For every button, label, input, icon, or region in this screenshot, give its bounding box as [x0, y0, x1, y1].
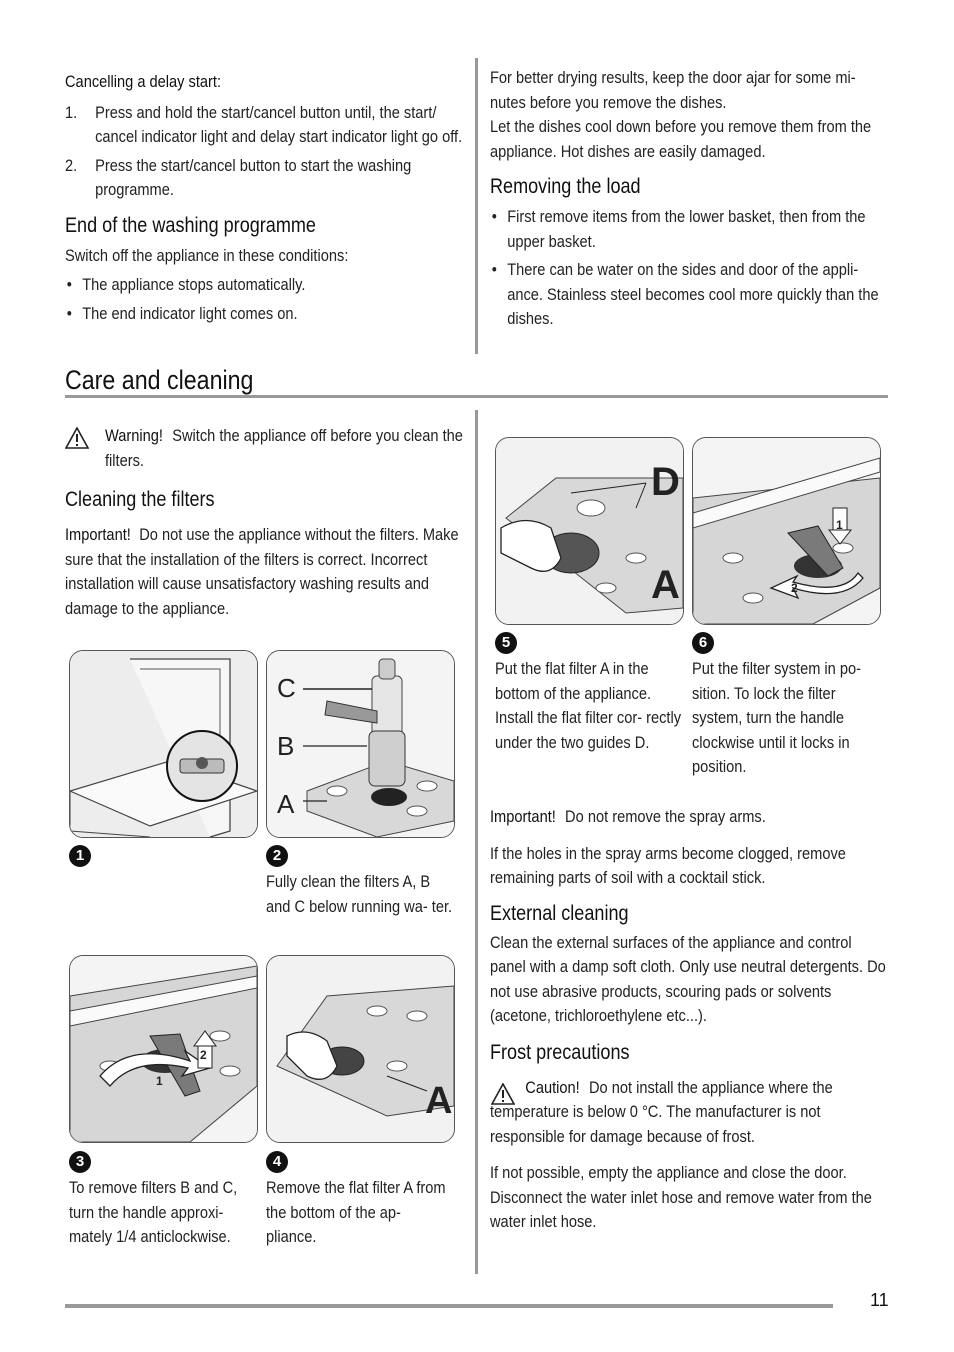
caution-icon: [491, 1083, 515, 1105]
section-title: Care and cleaning: [65, 365, 254, 395]
arrow-label-1: 1: [156, 1074, 163, 1088]
arrow-label-2: 2: [791, 581, 798, 595]
arrow-label-2: 2: [200, 1048, 207, 1062]
important-text: Do not remove the spray arms.: [565, 807, 766, 826]
step-caption: Fully clean the filters A, B and C below…: [266, 872, 453, 916]
step-badge: 1: [69, 845, 91, 867]
step-caption: To remove filters B and C, turn the hand…: [69, 1178, 238, 1246]
figure-4: A: [266, 955, 455, 1143]
filter-label-c: C: [277, 673, 296, 703]
footer-rule: [65, 1304, 833, 1308]
flat-filter-label-a: A: [425, 1080, 453, 1122]
list-item: •The end indicator light comes on.: [66, 303, 298, 323]
dishwasher-illustration: [70, 651, 257, 837]
important-label: Important!: [65, 525, 131, 544]
bullet-text: The end indicator light comes on.: [82, 303, 298, 323]
column-divider: [475, 410, 478, 1274]
step-caption: Put the flat filter A in the bottom of t…: [495, 659, 682, 752]
end-bullets: •The appliance stops automatically. •The…: [65, 273, 462, 326]
step-badge: 3: [69, 1151, 91, 1173]
warning-text: Switch the appliance off before you clea…: [105, 426, 463, 470]
step-number: 1.: [65, 102, 78, 122]
removing-bullets: •First remove items from the lower baske…: [490, 205, 887, 332]
top-left-column: Cancelling a delay start: 1. Press and ho…: [65, 70, 462, 330]
list-item: •There can be water on the sides and doo…: [491, 260, 879, 328]
filter-assembly-illustration: [267, 651, 454, 837]
figure-5: D A: [495, 437, 684, 625]
top-right-column: For better drying results, keep the door…: [490, 66, 887, 336]
end-heading: End of the washing programme: [65, 213, 316, 237]
step-badge: 2: [266, 845, 288, 867]
empty-text: If not possible, empty the appliance and…: [490, 1163, 872, 1231]
external-heading: External cleaning: [490, 901, 629, 925]
end-intro: Switch off the appliance in these condit…: [65, 245, 349, 265]
step-badge: 5: [495, 632, 517, 654]
holes-text: If the holes in the spray arms become cl…: [490, 843, 846, 888]
section-rule: [65, 395, 888, 398]
step-number: 2.: [65, 155, 78, 175]
flat-filter-label-a: A: [651, 563, 680, 607]
warning-block: Warning! Switch the appliance off before…: [105, 424, 466, 473]
list-item: 1. Press and hold the start/cancel button…: [65, 101, 462, 150]
right-text-block: Important! Do not remove the spray arms.…: [490, 805, 887, 1235]
figure-2: C B A: [266, 650, 455, 838]
figure-6: 1 2: [692, 437, 881, 625]
flat-filter-removal-illustration: [267, 956, 454, 1142]
delay-steps: 1. Press and hold the start/cancel button…: [65, 101, 462, 203]
important-text: Do not use the appliance without the fil…: [65, 525, 459, 618]
removing-heading: Removing the load: [490, 175, 641, 198]
list-item: •First remove items from the lower baske…: [491, 207, 866, 251]
step-text: Press the start/cancel button to start t…: [95, 155, 412, 200]
drying-text: For better drying results, keep the door…: [490, 68, 856, 112]
step-badge: 6: [692, 632, 714, 654]
warning-label: Warning!: [105, 426, 163, 445]
delay-heading: Cancelling a delay start:: [65, 72, 222, 91]
list-item: •The appliance stops automatically.: [66, 275, 306, 294]
arrow-label-1: 1: [836, 518, 843, 532]
cool-text: Let the dishes cool down before you remo…: [490, 117, 872, 161]
figure-3: 1 2: [69, 955, 258, 1143]
page-number: 11: [870, 1290, 889, 1310]
figure-1: [69, 650, 258, 838]
flat-filter-install-illustration: [496, 438, 683, 624]
list-item: 2. Press the start/cancel button to start…: [65, 154, 462, 203]
warning-icon: [65, 427, 89, 449]
filter-label-b: B: [277, 731, 295, 761]
step-caption: Remove the flat filter A from the bottom…: [266, 1178, 446, 1246]
filter-label-a: A: [277, 789, 295, 819]
bullet-text: The appliance stops automatically.: [82, 275, 306, 294]
important-label: Important!: [490, 807, 556, 826]
external-text: Clean the external surfaces of the appli…: [490, 932, 886, 1026]
step-text: Press and hold the start/cancel button u…: [95, 102, 463, 147]
bullet-text: First remove items from the lower basket…: [507, 207, 866, 251]
cleaning-block: Cleaning the filters Important! Do not u…: [65, 487, 462, 621]
caution-text: Do not install the appliance where the t…: [490, 1077, 833, 1146]
guide-label-d: D: [651, 460, 680, 504]
step-badge: 4: [266, 1151, 288, 1173]
step-caption: Put the filter system in po- sition. To …: [692, 659, 862, 776]
filter-lock-illustration: [693, 438, 880, 624]
frost-heading: Frost precautions: [490, 1040, 630, 1064]
handle-turn-illustration: [70, 956, 257, 1142]
column-divider: [475, 58, 478, 354]
cleaning-heading: Cleaning the filters: [65, 488, 215, 511]
caution-label: Caution!: [525, 1077, 580, 1097]
bullet-text: There can be water on the sides and door…: [507, 260, 879, 328]
